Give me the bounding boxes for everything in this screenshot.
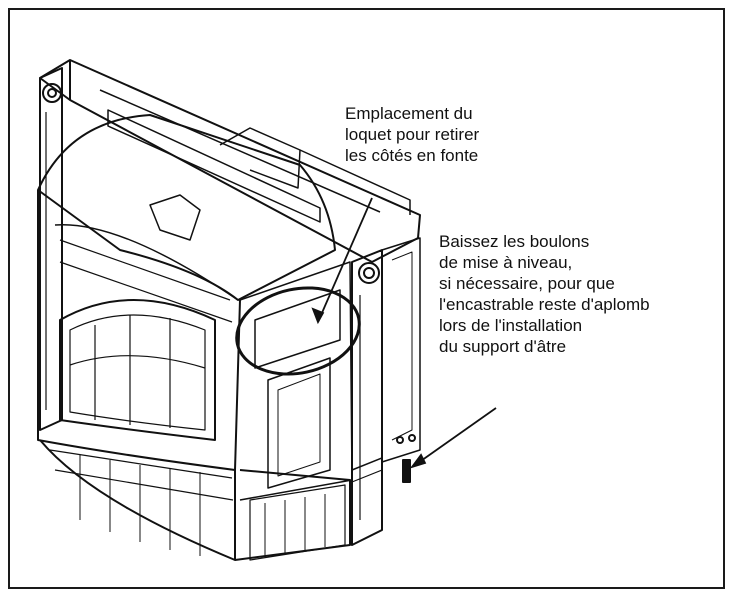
latch-callout-line-2: loquet pour retirer [345,125,480,144]
right-medallion [358,262,380,284]
bolt-leader-line [417,407,497,464]
leveling-callout-line-4: l'encastrable reste d'aplomb [439,295,650,314]
latch-callout-line-1: Emplacement du [345,104,473,123]
latch-arrowhead [311,307,325,325]
latch-leader-line [317,197,373,323]
stove-hood [37,114,336,301]
stove-body [37,190,241,471]
latch-location-callout: Emplacement du loquet pour retirer les c… [345,103,479,166]
leveling-callout-line-6: du support d'âtre [439,337,567,356]
left-pillar [39,67,63,431]
latch-highlight-ellipse [235,286,361,376]
leveling-bolt [402,459,411,483]
latch-callout-line-3: les côtés en fonte [345,146,479,165]
right-pillar [351,249,383,546]
bolt-arrowhead [409,453,427,469]
left-medallion [42,83,62,103]
stove-door [59,299,216,441]
leveling-callout-line-3: si nécessaire, pour que [439,274,615,293]
leveling-callout-line-5: lors de l'installation [439,316,583,335]
leveling-bolts-callout: Baissez les boulons de mise à niveau, si… [439,231,650,357]
figure-frame [8,8,725,589]
leveling-callout-line-2: de mise à niveau, [439,253,573,272]
leveling-callout-line-1: Baissez les boulons [439,232,590,251]
